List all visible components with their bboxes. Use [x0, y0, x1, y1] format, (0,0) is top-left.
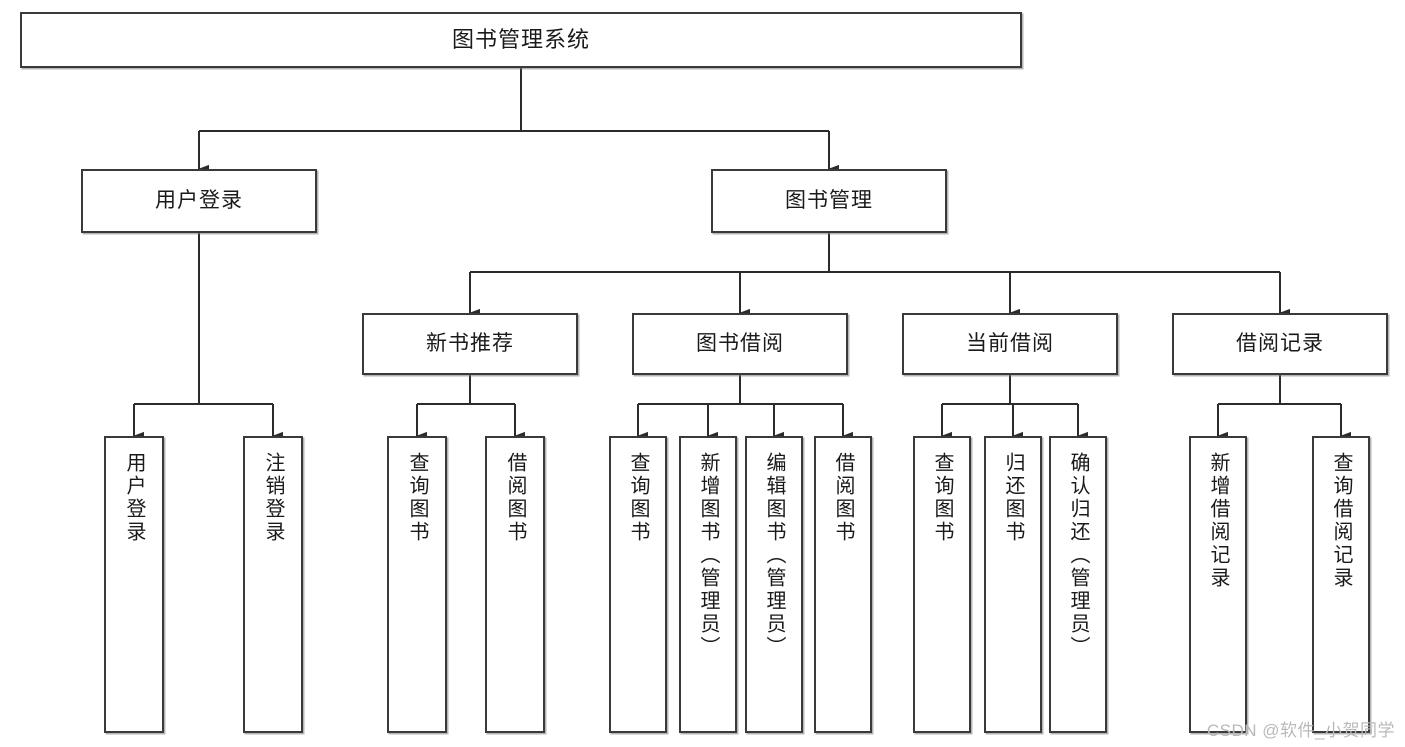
node-label: 借阅记录 [1236, 331, 1324, 355]
node-label: 借阅图书 [504, 452, 526, 544]
node-label: 用户登录 [155, 188, 243, 212]
node-box-查询图书-11[interactable]: 查询图书 [609, 436, 667, 733]
node-label: 查询图书 [931, 452, 953, 544]
node-label: 当前借阅 [966, 331, 1054, 355]
node-label: 图书管理 [785, 188, 873, 212]
node-label: 图书管理系统 [451, 27, 590, 53]
node-box-当前借阅-5[interactable]: 当前借阅 [902, 313, 1118, 375]
node-box-注销登录-8[interactable]: 注销登录 [243, 436, 303, 733]
node-box-查询借阅记录-19[interactable]: 查询借阅记录 [1312, 436, 1370, 733]
node-label: 查询图书 [627, 452, 649, 544]
node-label: 新增借阅记录 [1207, 452, 1229, 590]
node-box-用户登录-1[interactable]: 用户登录 [81, 169, 317, 233]
node-box-借阅记录-6[interactable]: 借阅记录 [1172, 313, 1388, 375]
node-label: 查询借阅记录 [1330, 452, 1352, 590]
node-label: 新增图书（管理员） [697, 452, 719, 659]
node-box-编辑图书管理员-13[interactable]: 编辑图书（管理员） [745, 436, 803, 733]
node-label: 确认归还（管理员） [1067, 452, 1089, 659]
node-label: 借阅图书 [832, 452, 854, 544]
node-label: 图书借阅 [696, 331, 784, 355]
node-box-借阅图书-10[interactable]: 借阅图书 [485, 436, 545, 733]
node-box-归还图书-16[interactable]: 归还图书 [984, 436, 1042, 733]
node-label: 用户登录 [123, 452, 145, 544]
node-box-图书管理系统-0[interactable]: 图书管理系统 [20, 12, 1022, 68]
node-label: 查询图书 [406, 452, 428, 544]
node-label: 编辑图书（管理员） [763, 452, 785, 659]
node-box-用户登录-7[interactable]: 用户登录 [104, 436, 164, 733]
watermark-label: CSDN @软件_小贺同学 [1206, 721, 1395, 740]
node-label: 注销登录 [262, 452, 284, 544]
node-box-查询图书-15[interactable]: 查询图书 [913, 436, 971, 733]
node-box-图书借阅-4[interactable]: 图书借阅 [632, 313, 848, 375]
node-box-新增图书管理员-12[interactable]: 新增图书（管理员） [679, 436, 737, 733]
node-box-新书推荐-3[interactable]: 新书推荐 [362, 313, 578, 375]
node-box-图书管理-2[interactable]: 图书管理 [711, 169, 947, 233]
node-box-确认归还管理员-17[interactable]: 确认归还（管理员） [1049, 436, 1107, 733]
node-label: 新书推荐 [426, 331, 514, 355]
edge-group [132, 68, 1351, 441]
node-box-查询图书-9[interactable]: 查询图书 [387, 436, 447, 733]
node-box-新增借阅记录-18[interactable]: 新增借阅记录 [1189, 436, 1247, 733]
node-label: 归还图书 [1002, 452, 1024, 544]
node-box-借阅图书-14[interactable]: 借阅图书 [814, 436, 872, 733]
